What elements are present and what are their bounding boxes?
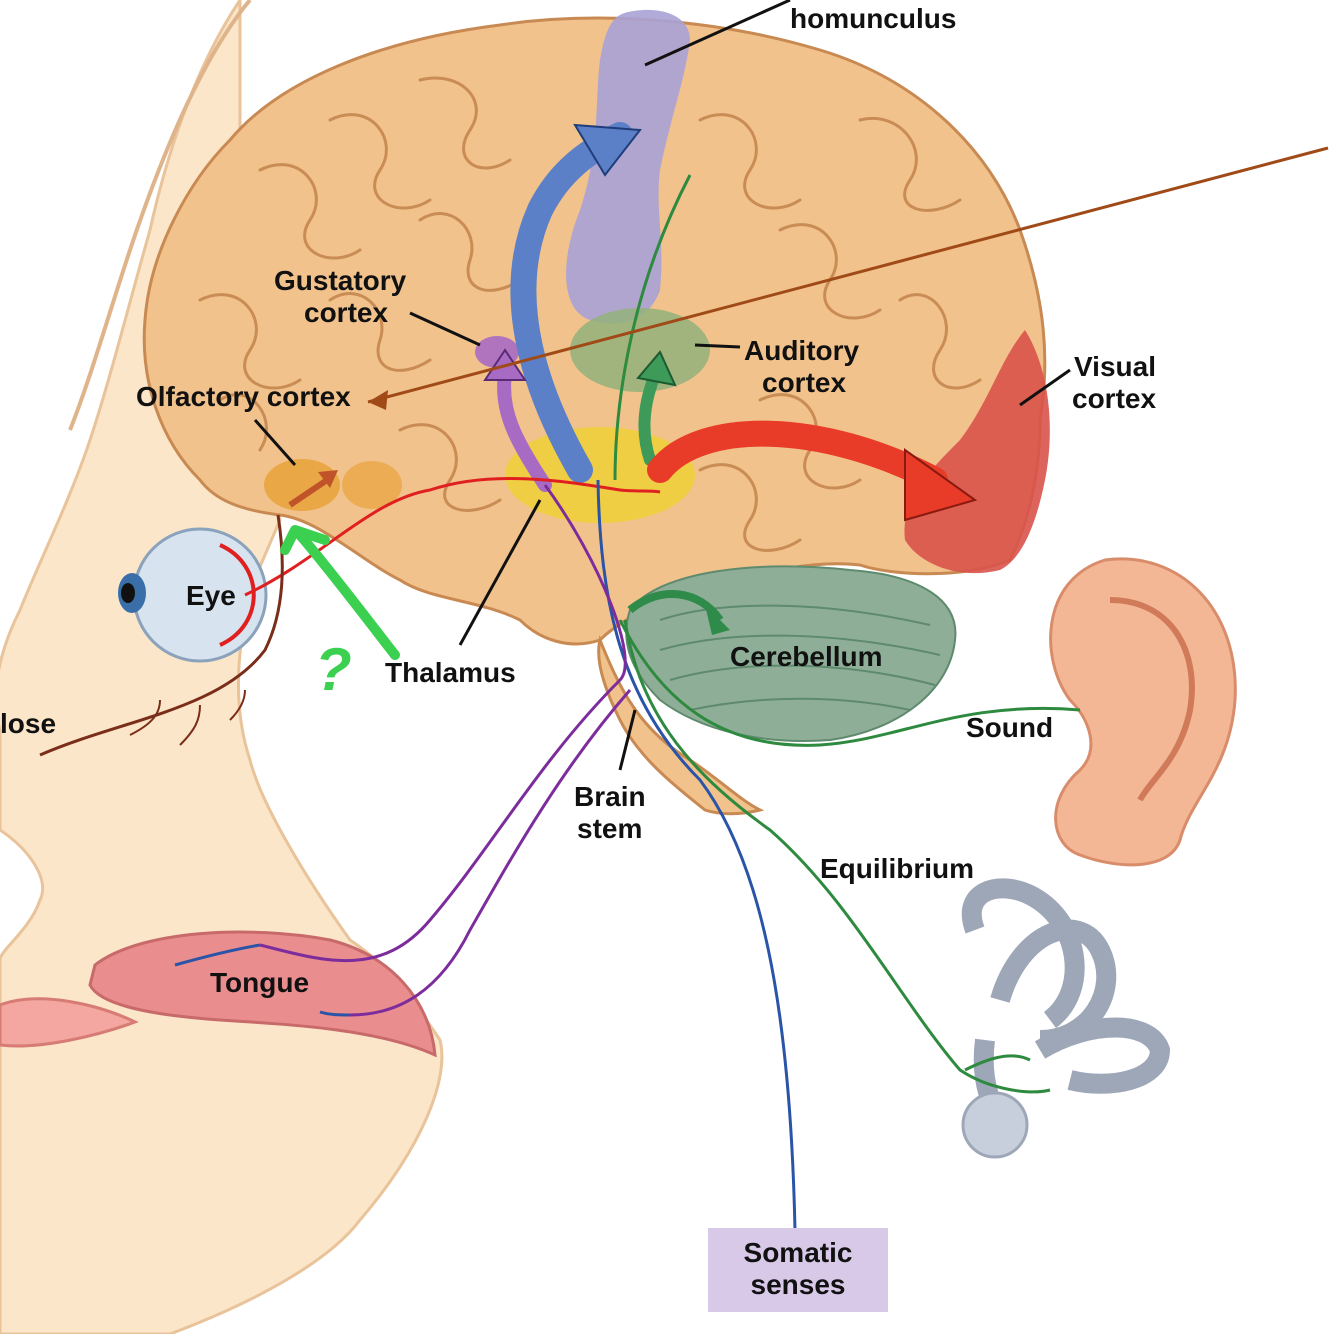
- label-sound: Sound: [966, 712, 1053, 743]
- label-somatic-line2: senses: [751, 1269, 846, 1300]
- gustatory-line-a: [259, 484, 627, 963]
- cerebellum-arrow: [627, 590, 724, 623]
- auditory-cortex: [570, 308, 710, 392]
- label-eye: Eye: [186, 580, 236, 611]
- cerebellum-arrowhead: [705, 605, 730, 635]
- handwritten-question-mark: ?: [315, 636, 352, 703]
- label-tongue: Tongue: [210, 967, 309, 998]
- label-gustatory-line2: cortex: [304, 297, 388, 328]
- olfactory-cortex-secondary: [342, 461, 402, 509]
- head-outline-curve: [68, 0, 252, 431]
- visual-arrowhead: [904, 448, 978, 522]
- tongue-nerve-a: [174, 943, 261, 967]
- label-visual-line2: cortex: [1072, 383, 1156, 414]
- inner-ear: [961, 878, 1171, 1138]
- label-homunculus: homunculus: [790, 3, 956, 34]
- auditory-pathway-arrow: [638, 369, 661, 466]
- brain-gyri: [198, 76, 982, 552]
- somatic-pathway-arrow: [510, 122, 633, 483]
- label-nose: lose: [0, 708, 56, 739]
- ear: [1049, 557, 1237, 867]
- tongue: [88, 930, 437, 1058]
- auditory-line: [613, 174, 692, 481]
- somatic-senses-box: [708, 1228, 888, 1312]
- ear-inner: [1109, 597, 1195, 802]
- somatic-arrowhead: [573, 123, 642, 177]
- label-gustatory-line1: Gustatory: [274, 265, 407, 296]
- gustatory-pathway-arrow: [497, 368, 552, 492]
- olfactory-nerve-hooks: [129, 689, 246, 746]
- label-cerebellum: Cerebellum: [730, 641, 883, 672]
- label-somatic-line1: Somatic: [744, 1237, 853, 1268]
- label-auditory-line1: Auditory: [744, 335, 860, 366]
- label-brain-stem-line1: Brain: [574, 781, 646, 812]
- tongue-nerve-b: [319, 1010, 351, 1017]
- pen-annotation-line: [367, 146, 1329, 404]
- handwritten-arrow: [295, 530, 400, 660]
- label-brain-stem-line2: stem: [577, 813, 642, 844]
- visual-cortex: [904, 330, 1050, 574]
- equilibrium-line-b: [964, 1054, 1031, 1072]
- equilibrium-line: [623, 619, 1051, 1094]
- visual-pathway-arrow: [647, 420, 948, 493]
- cerebellum-folia: [659, 604, 941, 711]
- olfactory-arrowhead: [318, 470, 338, 488]
- retina: [219, 543, 256, 647]
- lips: [0, 997, 139, 1048]
- gustatory-line-b: [349, 689, 632, 1017]
- label-olfactory-cortex: Olfactory cortex: [136, 381, 351, 412]
- nose-olfactory-line: [39, 514, 284, 757]
- inner-ear-vestibule: [961, 1091, 1029, 1159]
- label-auditory-line2: cortex: [762, 367, 846, 398]
- pen-annotation-arrowhead: [368, 390, 388, 410]
- handwritten-arrowhead: [280, 525, 330, 555]
- label-visual-line1: Visual: [1074, 351, 1156, 382]
- sound-line: [618, 619, 1081, 747]
- pupil: [121, 583, 135, 603]
- leader-lines: [253, 0, 1071, 771]
- olfactory-arrow: [288, 475, 332, 508]
- label-thalamus: Thalamus: [385, 657, 516, 688]
- auditory-arrowhead: [636, 350, 677, 387]
- label-equilibrium: Equilibrium: [820, 853, 974, 884]
